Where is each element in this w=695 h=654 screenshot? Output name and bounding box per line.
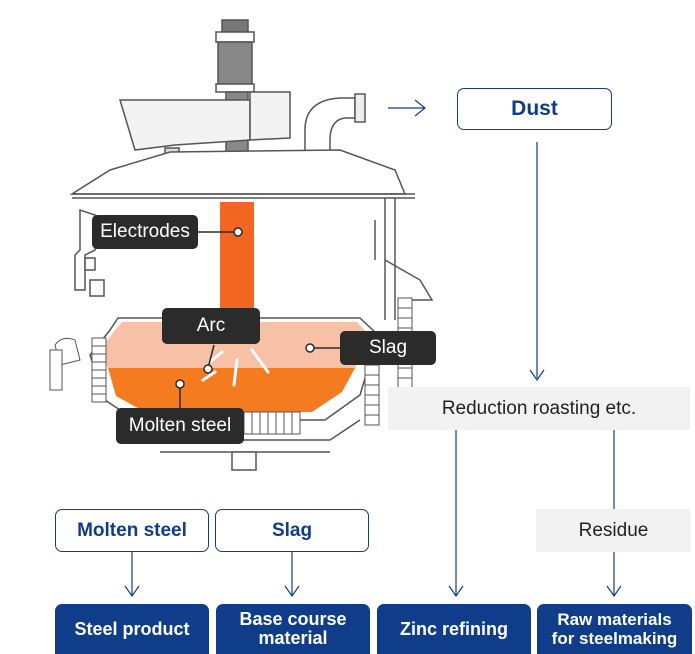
label-molten-steel: Molten steel xyxy=(116,408,244,444)
tilt-mechanism xyxy=(74,208,105,297)
label-dust: Dust xyxy=(457,88,612,130)
output-base-course-material: Base course material xyxy=(216,604,370,654)
label-electrodes: Electrodes xyxy=(92,215,198,249)
label-slag: Slag xyxy=(340,331,436,365)
output-raw-materials: Raw materials for steelmaking xyxy=(537,604,692,654)
output-steel-product: Steel product xyxy=(55,604,209,654)
furnace-roof xyxy=(69,149,415,199)
furnace-side-frame xyxy=(374,198,434,320)
arc-sparks xyxy=(201,348,270,387)
label-slag-product: Slag xyxy=(215,509,369,552)
label-molten-steel-product: Molten steel xyxy=(55,509,209,552)
label-leaders xyxy=(175,227,340,408)
label-arc: Arc xyxy=(162,308,260,344)
output-zinc-refining: Zinc refining xyxy=(377,604,531,654)
label-residue: Residue xyxy=(536,509,691,552)
exhaust-duct xyxy=(304,93,366,161)
label-reduction-roasting: Reduction roasting etc. xyxy=(388,387,690,430)
electrode-arm xyxy=(118,91,291,161)
